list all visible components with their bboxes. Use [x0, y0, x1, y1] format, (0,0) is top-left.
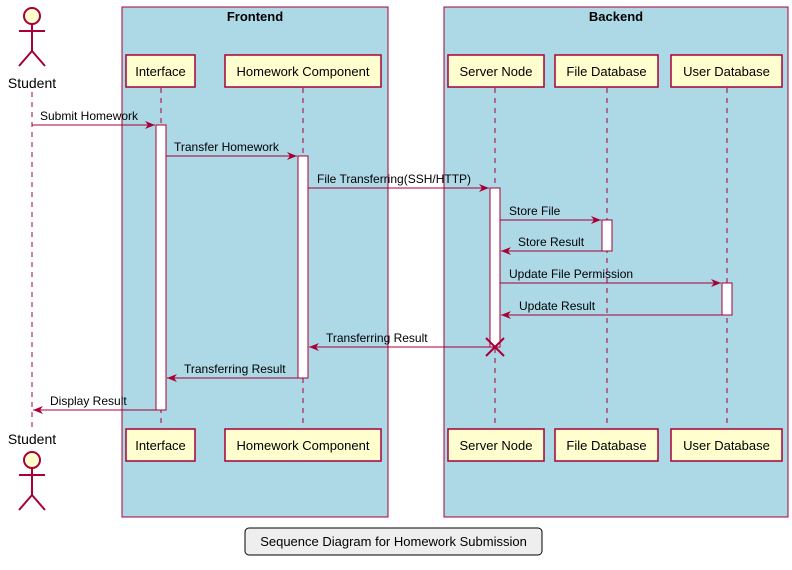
userdb-activation [721, 282, 733, 316]
filedb-activation [601, 219, 613, 252]
diagram-caption-box [244, 527, 543, 556]
message-8-label: Transferring Result [326, 331, 428, 345]
participant-filedb-top [554, 54, 659, 88]
homework-activation [297, 155, 309, 379]
participant-userdb-bottom [670, 428, 783, 462]
student-actor-figure-bottom [18, 468, 46, 511]
participant-server-top-label: Server Node [460, 64, 533, 79]
message-5-label: Store Result [518, 235, 585, 249]
message-5-arrowhead [501, 247, 511, 255]
participant-filedb-top-label: File Database [566, 64, 646, 79]
interface-activation [155, 124, 167, 411]
message-3-arrowhead [479, 184, 489, 192]
participant-userdb-top-label: User Database [683, 64, 770, 79]
server-destroy-icon [485, 337, 505, 357]
student-actor-head-bottom [23, 451, 41, 469]
participant-server-bottom-label: Server Node [460, 438, 533, 453]
participant-userdb-top [670, 54, 783, 88]
student-actor-figure [18, 24, 46, 67]
participant-interface-top [125, 54, 196, 88]
message-2-label: Transfer Homework [174, 140, 280, 154]
message-8-arrowhead [309, 343, 319, 351]
participant-filedb-bottom [554, 428, 659, 462]
message-6-label: Update File Permission [509, 267, 633, 281]
message-2-arrowhead [287, 152, 297, 160]
participant-homework-top-label: Homework Component [237, 64, 370, 79]
backend-box-title: Backend [589, 9, 643, 24]
student-actor-label-top: Student [8, 75, 56, 91]
participant-filedb-bottom-label: File Database [566, 438, 646, 453]
participant-server-top [447, 54, 545, 88]
participant-homework-top [224, 54, 382, 88]
message-1-label: Submit Homework [40, 109, 139, 123]
message-7-label: Update Result [519, 299, 596, 313]
participant-server-bottom [447, 428, 545, 462]
participant-homework-bottom [224, 428, 382, 462]
student-actor-head [23, 7, 41, 25]
participant-interface-bottom-label: Interface [135, 438, 186, 453]
message-6-arrowhead [711, 279, 721, 287]
frontend-box-title: Frontend [227, 9, 283, 24]
participant-userdb-bottom-label: User Database [683, 438, 770, 453]
participant-interface-bottom [125, 428, 196, 462]
participant-interface-top-label: Interface [135, 64, 186, 79]
server-activation [489, 187, 501, 348]
diagram-caption: Sequence Diagram for Homework Submission [260, 534, 527, 549]
message-9-label: Transferring Result [184, 362, 286, 376]
student-actor-bottom [18, 451, 46, 511]
message-4-label: Store File [509, 204, 561, 218]
message-10-arrowhead [33, 406, 43, 414]
message-10-label: Display Result [50, 394, 127, 408]
message-7-arrowhead [501, 311, 511, 319]
student-actor-label-bottom: Student [8, 431, 56, 447]
student-actor-top [18, 7, 46, 67]
message-3-label: File Transferring(SSH/HTTP) [317, 172, 471, 186]
message-4-arrowhead [591, 216, 601, 224]
participant-homework-bottom-label: Homework Component [237, 438, 370, 453]
message-9-arrowhead [167, 374, 177, 382]
message-1-arrowhead [145, 121, 155, 129]
